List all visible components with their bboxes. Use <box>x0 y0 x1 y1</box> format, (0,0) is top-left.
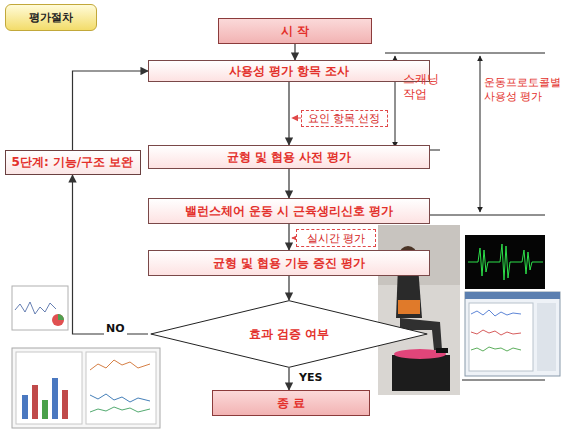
chair-base <box>392 355 450 391</box>
signal-trace <box>468 244 543 280</box>
chart-frame <box>16 352 82 424</box>
chart-frame <box>86 352 156 424</box>
bar <box>52 378 58 419</box>
bar <box>42 400 48 419</box>
edge-label: YES <box>297 371 324 384</box>
node-text: 사용성 평가 항목 조사 <box>229 63 350 80</box>
process-box: 사용성 평가 항목 조사 <box>148 60 430 82</box>
result-charts <box>12 286 160 428</box>
diamond-shape <box>151 301 427 368</box>
trace <box>471 330 521 335</box>
node-text: 효과 검증 여부 <box>249 326 329 343</box>
node-text: 요인 항목 선정 <box>308 111 381 126</box>
node-text: 5단계: 기능/구조 보완 <box>12 154 134 171</box>
emg-signal <box>465 235 545 289</box>
decision-diamond: 효과 검증 여부 <box>148 300 430 368</box>
flow-arrow <box>288 169 289 198</box>
feedback-box: 5단계: 기능/구조 보완 <box>5 150 141 175</box>
side-panel <box>537 303 556 371</box>
flow-arrow <box>73 71 149 150</box>
chart-line <box>90 394 150 402</box>
bar <box>62 390 68 419</box>
node-text: 밸런스체어 운동 시 근육생리신호 평가 <box>185 203 394 220</box>
callout-arrow <box>292 237 295 238</box>
bar <box>32 385 38 419</box>
flow-arrow <box>288 276 289 300</box>
signal-screen <box>465 235 545 289</box>
node-text: 시 작 <box>281 23 309 40</box>
span-arrow <box>480 56 481 212</box>
node-text: 균형 및 협용 기능 증진 평가 <box>213 255 366 272</box>
software-screen <box>465 292 560 376</box>
pie-chart <box>52 314 64 326</box>
process-box: 밸런스체어 운동 시 근육생리신호 평가 <box>148 198 430 224</box>
bar <box>22 395 28 419</box>
shirt-band <box>398 300 420 314</box>
flow-arrow <box>288 82 289 145</box>
edge-label: NO <box>104 322 127 335</box>
span-label: 운동프로토콜별 사용성 평가 <box>484 76 568 104</box>
start-box: 시 작 <box>218 18 372 44</box>
end-box: 종 료 <box>212 390 370 416</box>
pie-slice <box>58 314 64 320</box>
chart-line <box>90 407 150 412</box>
callout-box: 요인 항목 선정 <box>301 110 388 127</box>
process-box: 균형 및 협용 기능 증진 평가 <box>148 250 430 276</box>
chart-panel <box>12 348 160 428</box>
bracket-line <box>462 380 545 381</box>
feet <box>436 348 448 353</box>
flow-arrow <box>73 175 149 334</box>
bracket-line <box>385 53 545 54</box>
flow-arrow <box>288 368 289 390</box>
screen-frame <box>465 292 560 376</box>
node-text: 실시간 평가 <box>307 231 366 246</box>
flow-arrow <box>288 224 289 250</box>
trace <box>471 347 521 351</box>
chart-line <box>15 302 56 314</box>
chart-frame <box>12 286 68 330</box>
title-tag: 평가절차 <box>5 4 97 31</box>
node-text: 종 료 <box>277 395 305 412</box>
callout-box: 실시간 평가 <box>296 229 376 247</box>
plot-area <box>469 303 533 371</box>
span-label: 스캐닝 작업 <box>403 72 443 102</box>
trace <box>471 310 521 316</box>
chart-line <box>90 360 150 370</box>
screen-bar <box>465 292 560 299</box>
flow-arrow <box>294 44 295 60</box>
process-box: 균형 및 협용 사전 평가 <box>148 145 430 169</box>
node-text: 균형 및 협용 사전 평가 <box>227 149 352 166</box>
